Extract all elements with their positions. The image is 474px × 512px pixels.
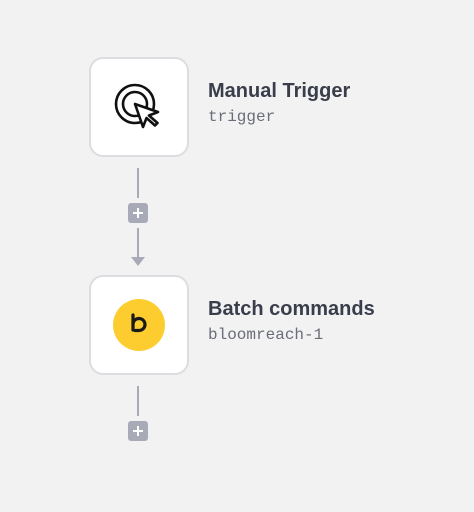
node-subtitle: bloomreach-1 (208, 326, 324, 344)
plus-icon (133, 426, 143, 436)
node-title: Batch commands (208, 298, 375, 320)
cursor-click-icon (114, 83, 160, 129)
batch-commands-node[interactable] (89, 275, 189, 375)
add-step-button[interactable] (128, 203, 148, 223)
batch-commands-label: Batch commands bloomreach-1 (208, 297, 375, 345)
manual-trigger-label: Manual Trigger trigger (208, 79, 350, 127)
connector-line (137, 386, 139, 416)
plus-icon (133, 208, 143, 218)
arrow-down-icon (131, 257, 145, 266)
node-subtitle: trigger (208, 108, 276, 126)
manual-trigger-node[interactable] (89, 57, 189, 157)
bloomreach-logo-icon (113, 299, 165, 351)
node-title: Manual Trigger (208, 80, 351, 102)
add-step-button[interactable] (128, 421, 148, 441)
connector-line (137, 228, 139, 258)
connector-line (137, 168, 139, 198)
